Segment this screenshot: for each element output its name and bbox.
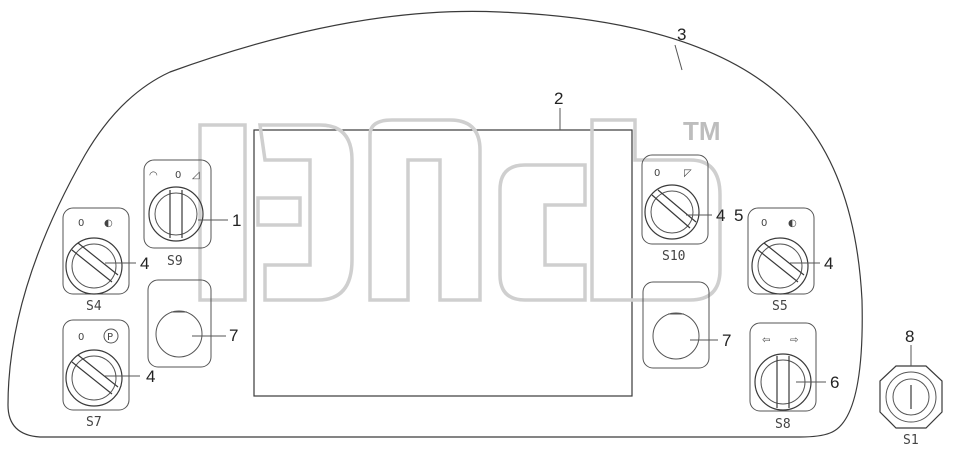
switch-s9: ◠ 0 ◿ S9 (143, 159, 212, 269)
turn-right-icon: ⇨ (790, 335, 798, 346)
switch-s5: 0 ◐ S5 (747, 207, 815, 314)
off-symbol: 0 (761, 218, 767, 229)
ignition-switch-s1: S1 (879, 365, 943, 448)
callout-8: 8 (905, 327, 914, 346)
callout-7-left: 7 (229, 326, 238, 345)
washer-icon: ◿ (192, 170, 200, 181)
label-s7: S7 (86, 415, 102, 430)
callout-4-s5: 4 (824, 254, 833, 273)
off-symbol: 0 (78, 332, 84, 343)
off-symbol: 0 (654, 168, 660, 179)
switch-s10: 0 ◸ S10 (641, 154, 709, 264)
callout-1: 1 (232, 211, 241, 230)
label-s8: S8 (775, 417, 791, 432)
off-symbol: 0 (78, 218, 84, 229)
wiper-icon: ◠ (149, 170, 158, 181)
callout-4-s7: 4 (146, 367, 155, 386)
dashboard-outline (7, 10, 863, 438)
switch-s8: ⇦ ⇨ S8 (749, 322, 817, 432)
central-display (253, 129, 633, 397)
off-symbol: 0 (175, 170, 181, 181)
turn-left-icon: ⇦ (762, 335, 770, 346)
callout-4-s4: 4 (140, 254, 149, 273)
rear-wiper-icon: ◸ (684, 168, 692, 179)
blank-plug-left (147, 279, 212, 368)
parking-brake-icon: P (107, 332, 113, 343)
callout-2: 2 (554, 89, 563, 108)
switch-s7: 0 P S7 (62, 319, 130, 430)
callout-4-s10: 4 (716, 206, 725, 225)
callout-3: 3 (677, 25, 686, 44)
headlight-icon: ◐ (104, 218, 113, 229)
label-s5: S5 (772, 299, 788, 314)
leader-lines (105, 44, 912, 383)
label-s10: S10 (662, 249, 685, 264)
fog-light-icon: ◐ (788, 218, 797, 229)
switch-s4: 0 ◐ S4 (62, 207, 130, 314)
watermark-tm: TM (683, 116, 721, 146)
callout-7-right: 7 (722, 331, 731, 350)
label-s9: S9 (167, 254, 183, 269)
watermark-logo: TM (198, 116, 722, 302)
callout-6: 6 (830, 373, 839, 392)
label-s1: S1 (903, 433, 919, 448)
blank-plug-right (642, 281, 710, 369)
label-s4: S4 (86, 299, 102, 314)
callout-5: 5 (734, 206, 743, 225)
